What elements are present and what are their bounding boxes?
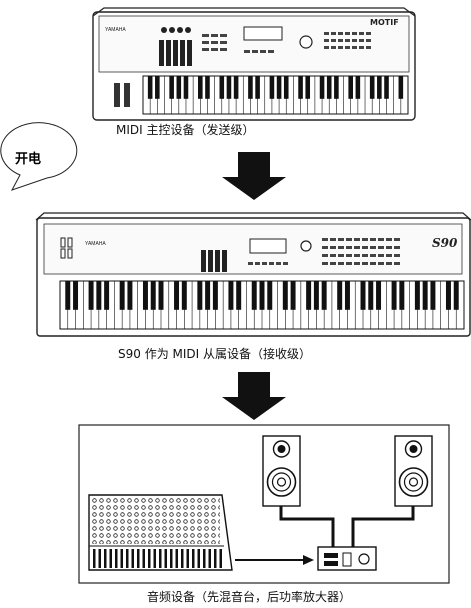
speaker-right [395,436,432,506]
slave-lcd [250,239,286,253]
master-lcd [244,27,282,40]
slave-model-logo: S90 [432,236,458,250]
master-brand-logo: YAMAHA [105,27,126,33]
slave-device-caption: S90 作为 MIDI 从属设备（接收级） [118,345,311,362]
down-arrow-2 [222,372,286,420]
slave-dial [301,241,311,251]
master-dial [300,36,312,48]
mixing-console [89,495,232,570]
down-arrow-1 [222,152,286,200]
master-keys [143,76,408,114]
power-on-bubble-text: 开电 [15,148,41,167]
audio-equipment-box [79,425,449,583]
audio-equipment-caption: 音频设备（先混音台，后功率放大器） [147,588,351,605]
speaker-left [263,436,300,506]
master-model-logo: MOTIF [370,18,399,27]
master-keyboard: YAMAHA MOTIF [93,8,415,120]
slave-brand-logo: YAMAHA [85,241,106,247]
master-device-caption: MIDI 主控设备（发送级） [116,121,255,138]
slave-keyboard: YAMAHA S90 [36,213,471,336]
slave-keys [60,281,464,329]
power-amplifier [318,547,376,570]
master-sliders [159,40,192,66]
